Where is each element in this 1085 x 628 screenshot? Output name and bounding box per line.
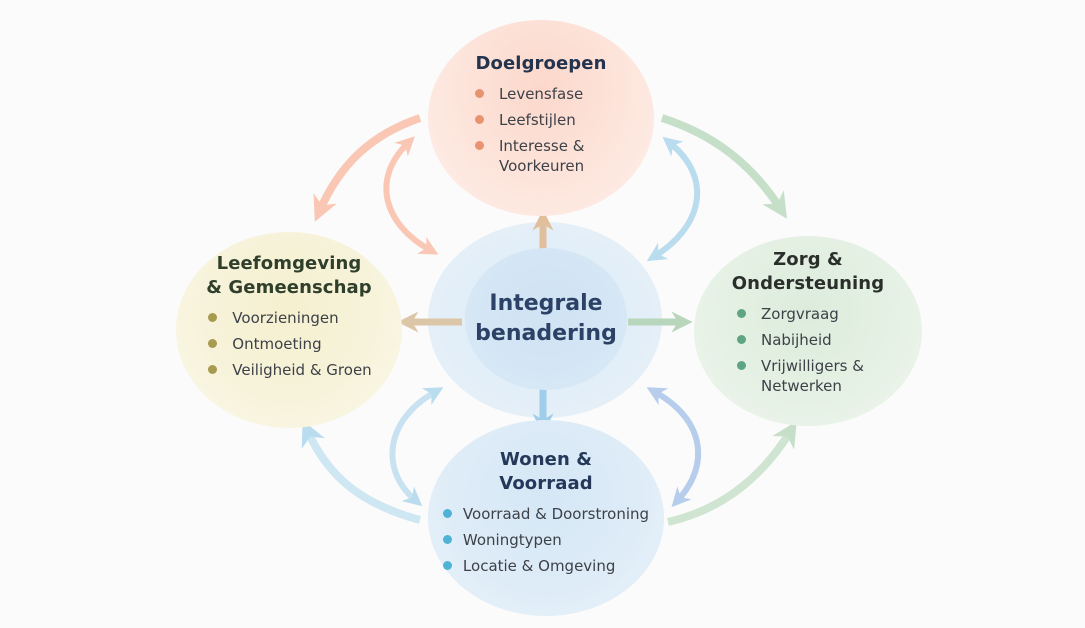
list-item: Voorzieningen	[206, 308, 371, 328]
node-zorg: Zorg & Ondersteuning Zorgvraag Nabijheid…	[694, 236, 922, 426]
bullet-icon	[475, 89, 484, 98]
bullet-icon	[737, 361, 746, 370]
list-item: Levensfase	[473, 84, 609, 104]
bullet-icon	[208, 365, 218, 374]
arrow-bottom-to-right-outer	[667, 421, 797, 526]
bullet-icon	[208, 339, 218, 348]
node-list: Levensfase Leefstijlen Interesse & Voork…	[473, 84, 609, 182]
list-item: Locatie & Omgeving	[442, 556, 649, 576]
list-item: Ontmoeting	[206, 334, 371, 354]
list-item: Voorraad & Doorstroning	[442, 504, 649, 524]
node-title: Leefomgeving & Gemeenschap	[206, 253, 372, 298]
node-list: Zorgvraag Nabijheid Vrijwilligers & Netw…	[735, 304, 881, 402]
list-item: Vrijwilligers & Netwerken	[735, 356, 881, 396]
bullet-icon	[475, 115, 484, 124]
arrow-top-left-inner	[383, 136, 439, 255]
bullet-icon	[475, 141, 484, 150]
list-item: Nabijheid	[735, 330, 881, 350]
node-wonen: Wonen & Voorraad Voorraad & Doorstroning…	[428, 420, 664, 616]
list-item: Woningtypen	[442, 530, 649, 550]
list-item: Interesse & Voorkeuren	[473, 136, 609, 176]
node-title: Zorg & Ondersteuning	[731, 249, 885, 294]
bullet-icon	[737, 335, 746, 344]
node-list: Voorraad & Doorstroning Woningtypen Loca…	[442, 504, 649, 582]
arrow-bottom-to-left-outer	[301, 420, 422, 524]
center-node: Integrale benadering	[465, 248, 627, 390]
list-item: Zorgvraag	[735, 304, 881, 324]
arrow-top-to-left-outer	[313, 114, 422, 222]
bullet-icon	[737, 309, 746, 318]
center-title-line1: Integrale	[489, 291, 603, 316]
arrow-bottom-left-inner	[389, 387, 444, 507]
bullet-icon	[442, 535, 452, 544]
list-item: Veiligheid & Groen	[206, 360, 372, 380]
arrow-top-to-right-outer	[660, 114, 787, 219]
bullet-icon	[442, 561, 452, 570]
list-item: Leefstijlen	[473, 110, 609, 130]
bullet-icon	[208, 313, 218, 322]
center-title-line2: benadering	[475, 321, 617, 346]
arrow-bottom-right-inner	[646, 387, 702, 508]
node-title: Wonen & Voorraad	[499, 449, 593, 494]
center-title: Integrale benadering	[466, 289, 626, 349]
node-doelgroepen: Doelgroepen Levensfase Leefstijlen Inter…	[428, 20, 654, 216]
arrow-top-right-inner	[646, 136, 701, 262]
bullet-icon	[442, 509, 452, 518]
node-leefomgeving: Leefomgeving & Gemeenschap Voorzieningen…	[176, 232, 402, 428]
node-list: Voorzieningen Ontmoeting Veiligheid & Gr…	[206, 308, 372, 386]
node-title: Doelgroepen	[475, 53, 607, 74]
